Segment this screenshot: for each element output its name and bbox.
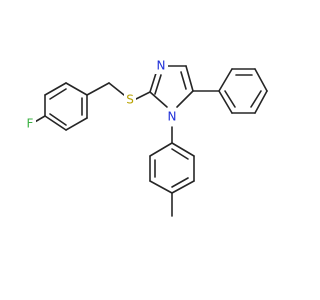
bond-ring1-inner-3 bbox=[49, 113, 67, 126]
imine-nitrogen-label: N bbox=[157, 59, 166, 73]
fluorine-label: F bbox=[27, 117, 34, 131]
bond-phenyl-d bbox=[254, 90, 268, 114]
bond-n1-c2 bbox=[149, 91, 168, 108]
bond-tolyl-f bbox=[171, 142, 195, 157]
bond-tolyl-a bbox=[149, 142, 173, 157]
bond-ring1-f bbox=[44, 115, 67, 131]
bond-ch2-s bbox=[108, 82, 125, 96]
bond-phenyl-inner-2 bbox=[250, 90, 262, 108]
bond-c4-c5-double bbox=[180, 71, 187, 90]
bond-phenyl-inner-3 bbox=[224, 90, 236, 108]
bond-tolyl-inner-3 bbox=[171, 148, 189, 160]
sulfur-label-bg bbox=[124, 92, 136, 108]
bond-ring1-c bbox=[65, 82, 88, 96]
bond-ring1-e bbox=[65, 117, 88, 131]
bond-tolyl-inner-2 bbox=[171, 177, 189, 188]
bond-ring1-inner-1 bbox=[49, 88, 67, 100]
bond-c5-n1 bbox=[176, 90, 194, 108]
bond-phenyl-c bbox=[254, 68, 268, 92]
bond-s-c2 bbox=[135, 91, 151, 100]
bond-c2-n3-double bbox=[154, 74, 162, 95]
pyrrole-nitrogen-label: N bbox=[168, 110, 177, 124]
imine-nitrogen-label-bg bbox=[155, 58, 168, 74]
bond-ring1-b bbox=[44, 82, 67, 96]
sulfur-label: S bbox=[126, 93, 134, 107]
fluorine-label-bg bbox=[24, 116, 36, 131]
pyrrole-nitrogen-label-bg bbox=[166, 109, 179, 125]
bond-tolyl-d bbox=[171, 180, 195, 194]
bond-layer bbox=[32, 65, 268, 217]
bond-ring1-ch2 bbox=[86, 82, 110, 96]
bond-c4-c5 bbox=[185, 65, 194, 92]
bond-tolyl-c bbox=[149, 180, 173, 194]
atom-label-layer: F S N N bbox=[24, 58, 179, 131]
bond-phenyl-f bbox=[218, 90, 233, 114]
molecule-diagram: F S N N bbox=[24, 58, 268, 217]
bond-phenyl-a bbox=[218, 68, 233, 92]
